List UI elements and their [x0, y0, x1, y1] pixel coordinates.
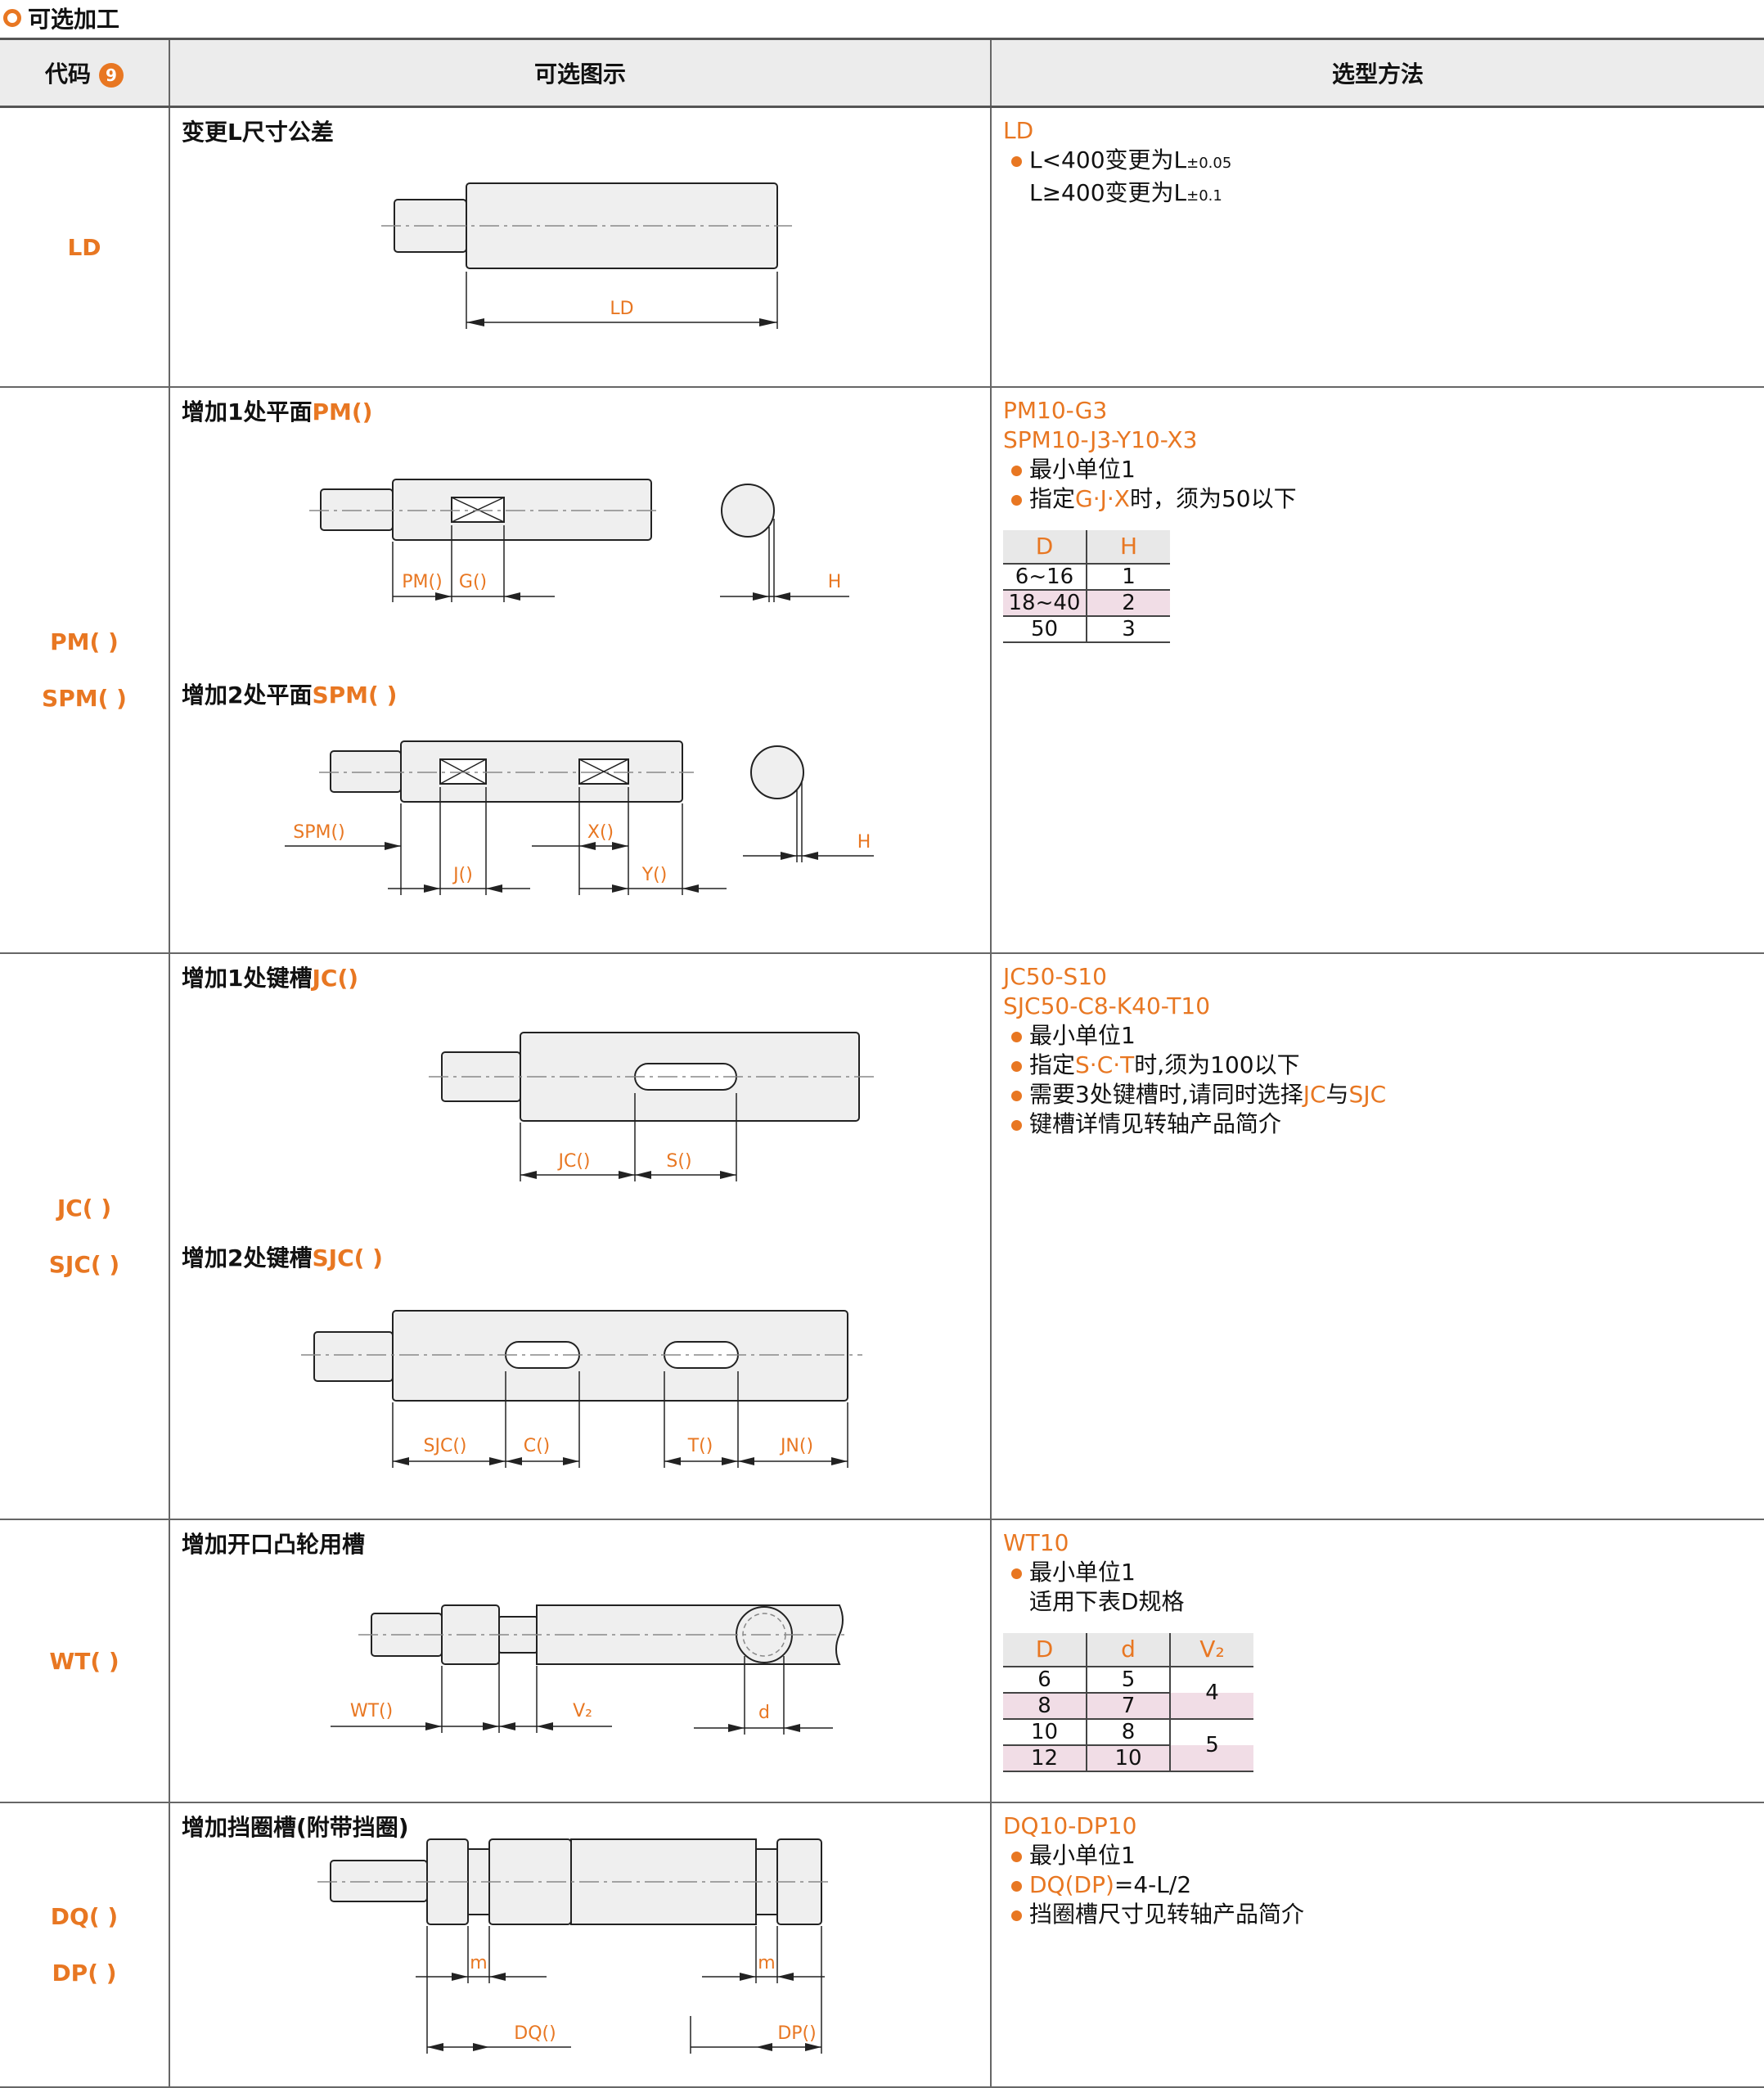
- code-label: DP( ): [52, 1960, 117, 1987]
- figure-jc: 增加1处键槽JC() 增加2处键槽SJC( ) JC(): [170, 954, 990, 1519]
- dim-label: G(): [459, 572, 487, 592]
- table-row: PM( ) SPM( ) 增加1处平面PM() 增加2处平面SPM( ): [0, 387, 1764, 954]
- badge-icon: 9: [99, 63, 124, 88]
- figure-cell: 变更L尺寸公差 LD: [169, 106, 991, 388]
- shaft-drawing-wt: WT() V₂ d: [331, 1604, 849, 1735]
- method-cell: LD L<400变更为L±0.05 L≥400变更为L±0.1: [990, 106, 1764, 388]
- shaft-drawing-dq: m m DQ() DP(): [317, 1838, 833, 2054]
- method-bullet: 指定G·J·X时，须为50以下: [1003, 484, 1753, 514]
- method-code: SJC50-C8-K40-T10: [1003, 992, 1211, 1019]
- table-row: LD 变更L尺寸公差 LD LD L<400变更为L: [0, 106, 1764, 388]
- code-label: DQ( ): [50, 1903, 119, 1930]
- figure-ld: 变更L尺寸公差 LD: [170, 108, 990, 386]
- figure-wt: 增加开口凸轮用槽: [170, 1520, 990, 1802]
- figure-title: 变更L尺寸公差: [182, 119, 334, 146]
- dim-label: JN(): [779, 1436, 813, 1456]
- code-cell: JC( ) SJC( ): [0, 953, 169, 1520]
- code-cell: PM( ) SPM( ): [0, 387, 169, 954]
- dim-label: WT(): [350, 1701, 393, 1721]
- code-label: WT( ): [49, 1647, 119, 1675]
- section-header: 可选加工: [0, 0, 119, 36]
- method-bullet: 指定S·C·T时,须为100以下: [1003, 1051, 1753, 1080]
- dim-label: d: [758, 1703, 770, 1723]
- method-bullet: 挡圈槽尺寸见转轴产品简介: [1003, 1900, 1753, 1929]
- dim-label: m: [758, 1953, 775, 1973]
- dim-label: X(): [587, 822, 614, 843]
- figure-title: 增加开口凸轮用槽: [182, 1531, 366, 1558]
- dim-label: S(): [666, 1151, 691, 1172]
- figure-cell: 增加1处平面PM() 增加2处平面SPM( ): [169, 387, 991, 954]
- code-label: PM( ): [50, 628, 119, 655]
- code-label: LD: [67, 233, 101, 261]
- table-row: JC( ) SJC( ) 增加1处键槽JC() 增加2处键槽SJC( ): [0, 953, 1764, 1520]
- code-cell: WT( ): [0, 1519, 169, 1803]
- dim-label: T(): [687, 1436, 713, 1456]
- method-bullet: 最小单位1: [1003, 1558, 1753, 1587]
- method-code: PM10-G3: [1003, 397, 1108, 424]
- dim-label: PM(): [402, 572, 442, 592]
- dim-label: JC(): [556, 1151, 590, 1172]
- method-bullet: 最小单位1: [1003, 1841, 1753, 1870]
- dim-label: V₂: [573, 1701, 592, 1721]
- dim-label: H: [828, 572, 842, 592]
- shaft-drawing-pm: PM() G() H: [285, 479, 874, 895]
- method-bullet: L<400变更为L±0.05: [1003, 146, 1753, 178]
- code-label: SJC( ): [48, 1251, 120, 1278]
- figure-title: 增加2处键槽SJC( ): [182, 1244, 383, 1271]
- code-label: SPM( ): [42, 685, 127, 712]
- method-code: JC50-S10: [1003, 963, 1107, 990]
- method-bullet: 需要3处键槽时,请同时选择JC与SJC: [1003, 1080, 1753, 1109]
- shaft-drawing-ld: LD: [381, 182, 792, 329]
- code-cell: DQ( ) DP( ): [0, 1802, 169, 2088]
- shaft-drawing-jc: JC() S(): [301, 1032, 874, 1468]
- method-line: L≥400变更为L±0.1: [1029, 179, 1222, 206]
- method-cell: PM10-G3 SPM10-J3-Y10-X3 最小单位1 指定G·J·X时，须…: [990, 387, 1764, 954]
- method-bullet: 键槽详情见转轴产品简介: [1003, 1109, 1753, 1139]
- method-code: LD: [1003, 117, 1034, 144]
- code-label: JC( ): [56, 1195, 112, 1222]
- dim-label: LD: [610, 299, 633, 319]
- figure-cell: 增加挡圈槽(附带挡圈): [169, 1802, 991, 2088]
- method-cell: DQ10-DP10 最小单位1 DQ(DP)=4-L/2 挡圈槽尺寸见转轴产品简…: [990, 1802, 1764, 2088]
- dim-label: SPM(): [293, 822, 344, 843]
- method-bullet: DQ(DP)=4-L/2: [1003, 1870, 1753, 1900]
- method-bullet: 最小单位1: [1003, 1021, 1753, 1051]
- method-bullet: 最小单位1: [1003, 455, 1753, 484]
- method-cell: JC50-S10 SJC50-C8-K40-T10 最小单位1 指定S·C·T时…: [990, 953, 1764, 1520]
- figure-cell: 增加1处键槽JC() 增加2处键槽SJC( ) JC(): [169, 953, 991, 1520]
- figure-title: 增加1处键槽JC(): [182, 965, 359, 992]
- figure-title: 增加2处平面SPM( ): [182, 682, 398, 709]
- code-cell: LD: [0, 106, 169, 388]
- method-code: SPM10-J3-Y10-X3: [1003, 426, 1198, 453]
- dim-label: Y(): [641, 865, 668, 885]
- figure-dq: 增加挡圈槽(附带挡圈): [170, 1803, 990, 2086]
- dim-label: DP(): [777, 2023, 816, 2044]
- figure-cell: 增加开口凸轮用槽: [169, 1519, 991, 1803]
- method-code: WT10: [1003, 1529, 1069, 1556]
- figure-title: 增加1处平面PM(): [182, 398, 373, 425]
- dim-label: J(): [452, 865, 473, 885]
- dim-label: SJC(): [424, 1436, 467, 1456]
- section-title: 可选加工: [28, 6, 120, 33]
- table-row: DQ( ) DP( ) 增加挡圈槽(附带挡圈): [0, 1802, 1764, 2088]
- figure-title: 增加挡圈槽(附带挡圈): [182, 1814, 409, 1841]
- header-method: 选型方法: [990, 38, 1764, 108]
- ring-icon: [3, 9, 21, 27]
- header-figure: 可选图示: [169, 38, 991, 108]
- dim-label: C(): [524, 1436, 551, 1456]
- method-line: 适用下表D规格: [1029, 1588, 1185, 1615]
- table-row: WT( ) 增加开口凸轮用槽: [0, 1519, 1764, 1803]
- dim-label: m: [470, 1953, 487, 1973]
- dim-label: H: [857, 832, 871, 853]
- figure-pm: 增加1处平面PM() 增加2处平面SPM( ): [170, 388, 990, 952]
- method-code: DQ10-DP10: [1003, 1812, 1137, 1839]
- dim-label: DQ(): [514, 2023, 556, 2044]
